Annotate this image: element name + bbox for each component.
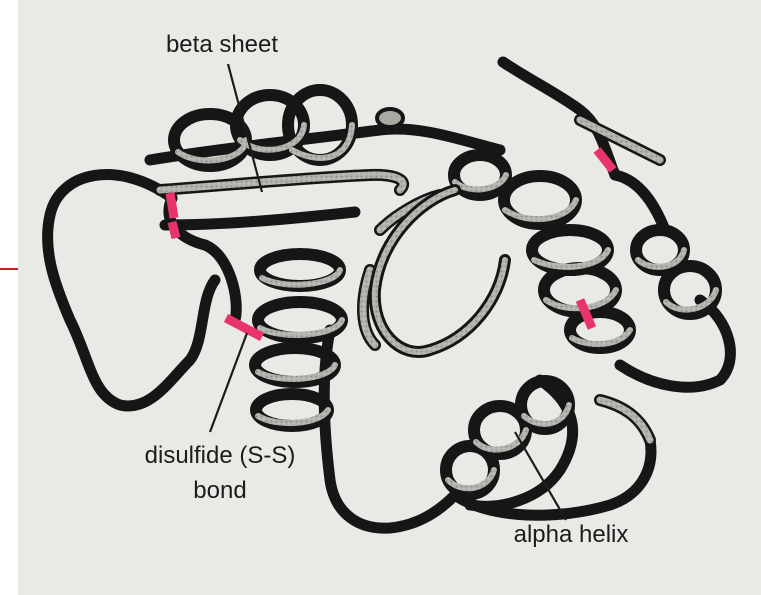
alpha-helix-label: alpha helix <box>514 521 629 548</box>
disulfide-bond-2 <box>172 222 176 238</box>
paper-background <box>18 0 761 595</box>
clipped-slide-link-top[interactable] <box>0 228 18 270</box>
disulfide-label-line2: bond <box>193 477 246 504</box>
terminal-knob <box>377 109 403 127</box>
disulfide-bond-1 <box>170 193 174 218</box>
clipped-slide-link-bottom[interactable] <box>0 405 18 431</box>
beta-sheet-label: beta sheet <box>166 31 278 58</box>
disulfide-label-line1: disulfide (S-S) <box>145 442 296 469</box>
